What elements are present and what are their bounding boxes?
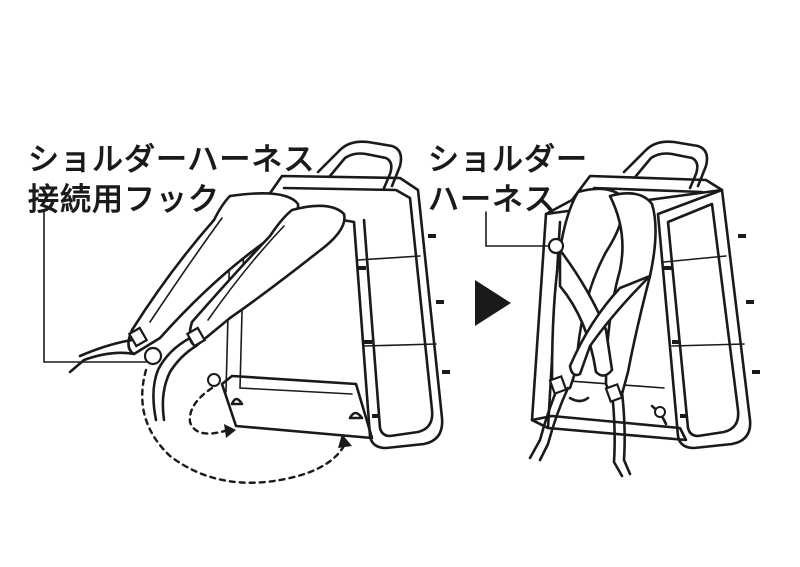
left-bottom-hook-1: [230, 397, 244, 406]
harness-callout-label: ショルダー ハーネス: [428, 140, 588, 220]
right-frame-studs: [664, 234, 760, 418]
hook-callout-label: ショルダーハーネス 接続用フック: [28, 140, 315, 220]
right-backpack-frame: [656, 188, 752, 450]
step-arrow-icon: [475, 280, 511, 326]
hook-callout-line-1: ショルダーハーネス: [28, 142, 316, 178]
hook-callout-line-2: 接続用フック: [28, 182, 220, 218]
right-callout-line: [485, 211, 549, 247]
left-frame-studs: [358, 234, 450, 418]
harness-callout-line-1: ショルダー: [428, 142, 588, 178]
right-backpack: [485, 140, 760, 478]
hook-path-short: [188, 386, 230, 435]
harness-hook-left-marker: [143, 346, 163, 366]
left-bottom-hook-2: [348, 411, 364, 420]
left-backpack-handle: [316, 140, 403, 188]
left-callout-line: [43, 209, 147, 363]
right-backpack-handle: [622, 140, 709, 188]
harness-callout-line-2: ハーネス: [428, 182, 556, 218]
hook-path-long: [141, 368, 348, 484]
left-strap-inner: [188, 204, 346, 348]
left-backpack: [43, 140, 450, 484]
harness-marker: [547, 237, 565, 255]
left-strap-outer: [127, 192, 300, 356]
